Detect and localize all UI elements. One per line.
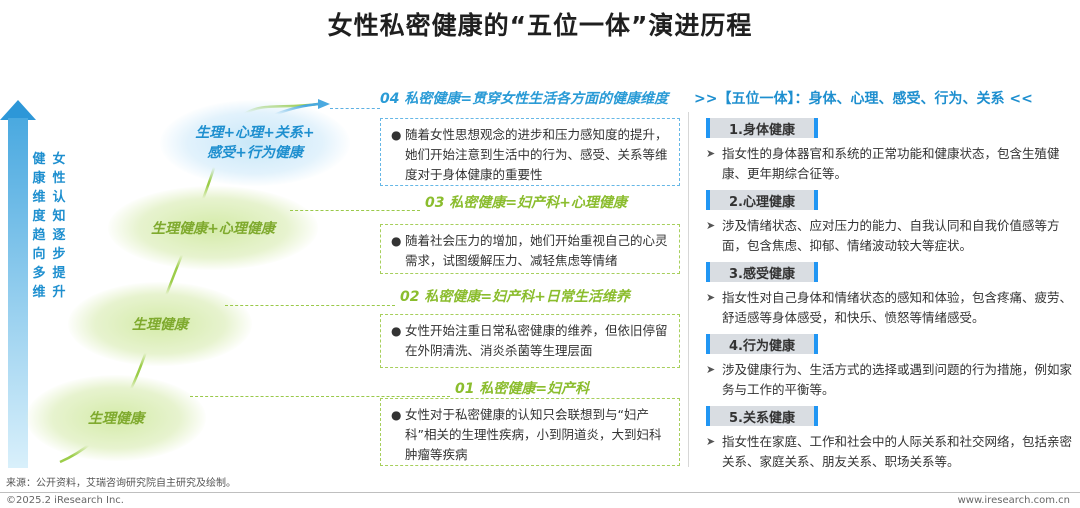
relationship-health-text: ➤ 指女性在家庭、工作和社会中的人际关系和社交网络，包括亲密关系、家庭关系、朋友… xyxy=(706,434,1073,469)
stage4-description: ● 随着女性思想观念的进步和压力感知度的提升，她们开始注意到生活中的行为、感受、… xyxy=(380,118,680,186)
copyright: ©2025.2 iResearch Inc. xyxy=(6,495,124,506)
stage1-description: ● 女性对于私密健康的认知只会联想到与“妇产科”相关的生理性疾病，小到阴道炎，大… xyxy=(380,398,680,466)
up-arrow-shaft xyxy=(8,118,28,468)
up-arrow-icon xyxy=(0,100,36,120)
five-in-one-heading: >>【五位一体】：身体、心理、感受、行为、关系 << xyxy=(694,91,1033,107)
behavior-health-text: ➤ 涉及健康行为、生活方式的选择或遇到问题的行为措施，例如家务与工作的平衡等。 xyxy=(706,362,1073,397)
bullet-icon: ● xyxy=(391,234,402,248)
stage1-title: 01 私密健康=妇产科 xyxy=(455,381,590,397)
badge-relationship-health: 5.关系健康 xyxy=(706,406,818,426)
bullet-icon: ● xyxy=(391,408,402,422)
connector-line xyxy=(225,305,395,306)
stage3-blob: 生理健康+心理健康 xyxy=(108,186,318,270)
stage4-blob: 生理+心理+关系+ 感受+行为健康 xyxy=(160,100,350,186)
stage1-blob: 生理健康 xyxy=(26,375,206,461)
footer-divider xyxy=(0,492,1080,493)
triangle-bullet-icon: ➤ xyxy=(706,363,716,376)
page-title: 女性私密健康的“五位一体”演进历程 xyxy=(327,11,753,40)
triangle-bullet-icon: ➤ xyxy=(706,435,716,448)
stage3-title: 03 私密健康=妇产科+心理健康 xyxy=(425,195,627,211)
badge-body-health: 1.身体健康 xyxy=(706,118,818,138)
side-label-col1: 健 康 维 度 趋 向 多 维 xyxy=(32,152,46,300)
panel-divider xyxy=(688,112,689,467)
badge-mental-health: 2.心理健康 xyxy=(706,190,818,210)
triangle-bullet-icon: ➤ xyxy=(706,219,716,232)
triangle-bullet-icon: ➤ xyxy=(706,147,716,160)
triangle-bullet-icon: ➤ xyxy=(706,291,716,304)
connector-line xyxy=(330,108,380,109)
curve-arrowhead-icon xyxy=(318,99,330,109)
stage2-blob: 生理健康 xyxy=(68,282,252,366)
stage4-title: 04 私密健康=贯穿女性生活各方面的健康维度 xyxy=(380,91,669,107)
badge-behavior-health: 4.行为健康 xyxy=(706,334,818,354)
bullet-icon: ● xyxy=(391,128,402,142)
stage2-title: 02 私密健康=妇产科+日常生活维养 xyxy=(400,289,630,305)
connector-line xyxy=(190,396,450,397)
mental-health-text: ➤ 涉及情绪状态、应对压力的能力、自我认同和自我价值感等方面，包含焦虑、抑郁、情… xyxy=(706,218,1060,253)
badge-feeling-health: 3.感受健康 xyxy=(706,262,818,282)
side-label-col2: 女 性 认 知 逐 步 提 升 xyxy=(52,152,66,300)
website-link[interactable]: www.iresearch.com.cn xyxy=(957,495,1070,506)
bullet-icon: ● xyxy=(391,324,402,338)
stage3-description: ● 随着社会压力的增加，她们开始重视自己的心灵需求，试图缓解压力、减轻焦虑等情绪 xyxy=(380,224,680,274)
source-note: 来源：公开资料，艾瑞咨询研究院自主研究及绘制。 xyxy=(6,478,236,489)
connector-line xyxy=(290,210,420,211)
stage2-description: ● 女性开始注重日常私密健康的维养，但依旧停留在外阴清洗、消炎杀菌等生理层面 xyxy=(380,314,680,368)
body-health-text: ➤ 指女性的身体器官和系统的正常功能和健康状态，包含生殖健康、更年期综合征等。 xyxy=(706,146,1060,181)
feeling-health-text: ➤ 指女性对自己身体和情绪状态的感知和体验，包含疼痛、疲劳、舒适感等身体感受，和… xyxy=(706,290,1073,325)
